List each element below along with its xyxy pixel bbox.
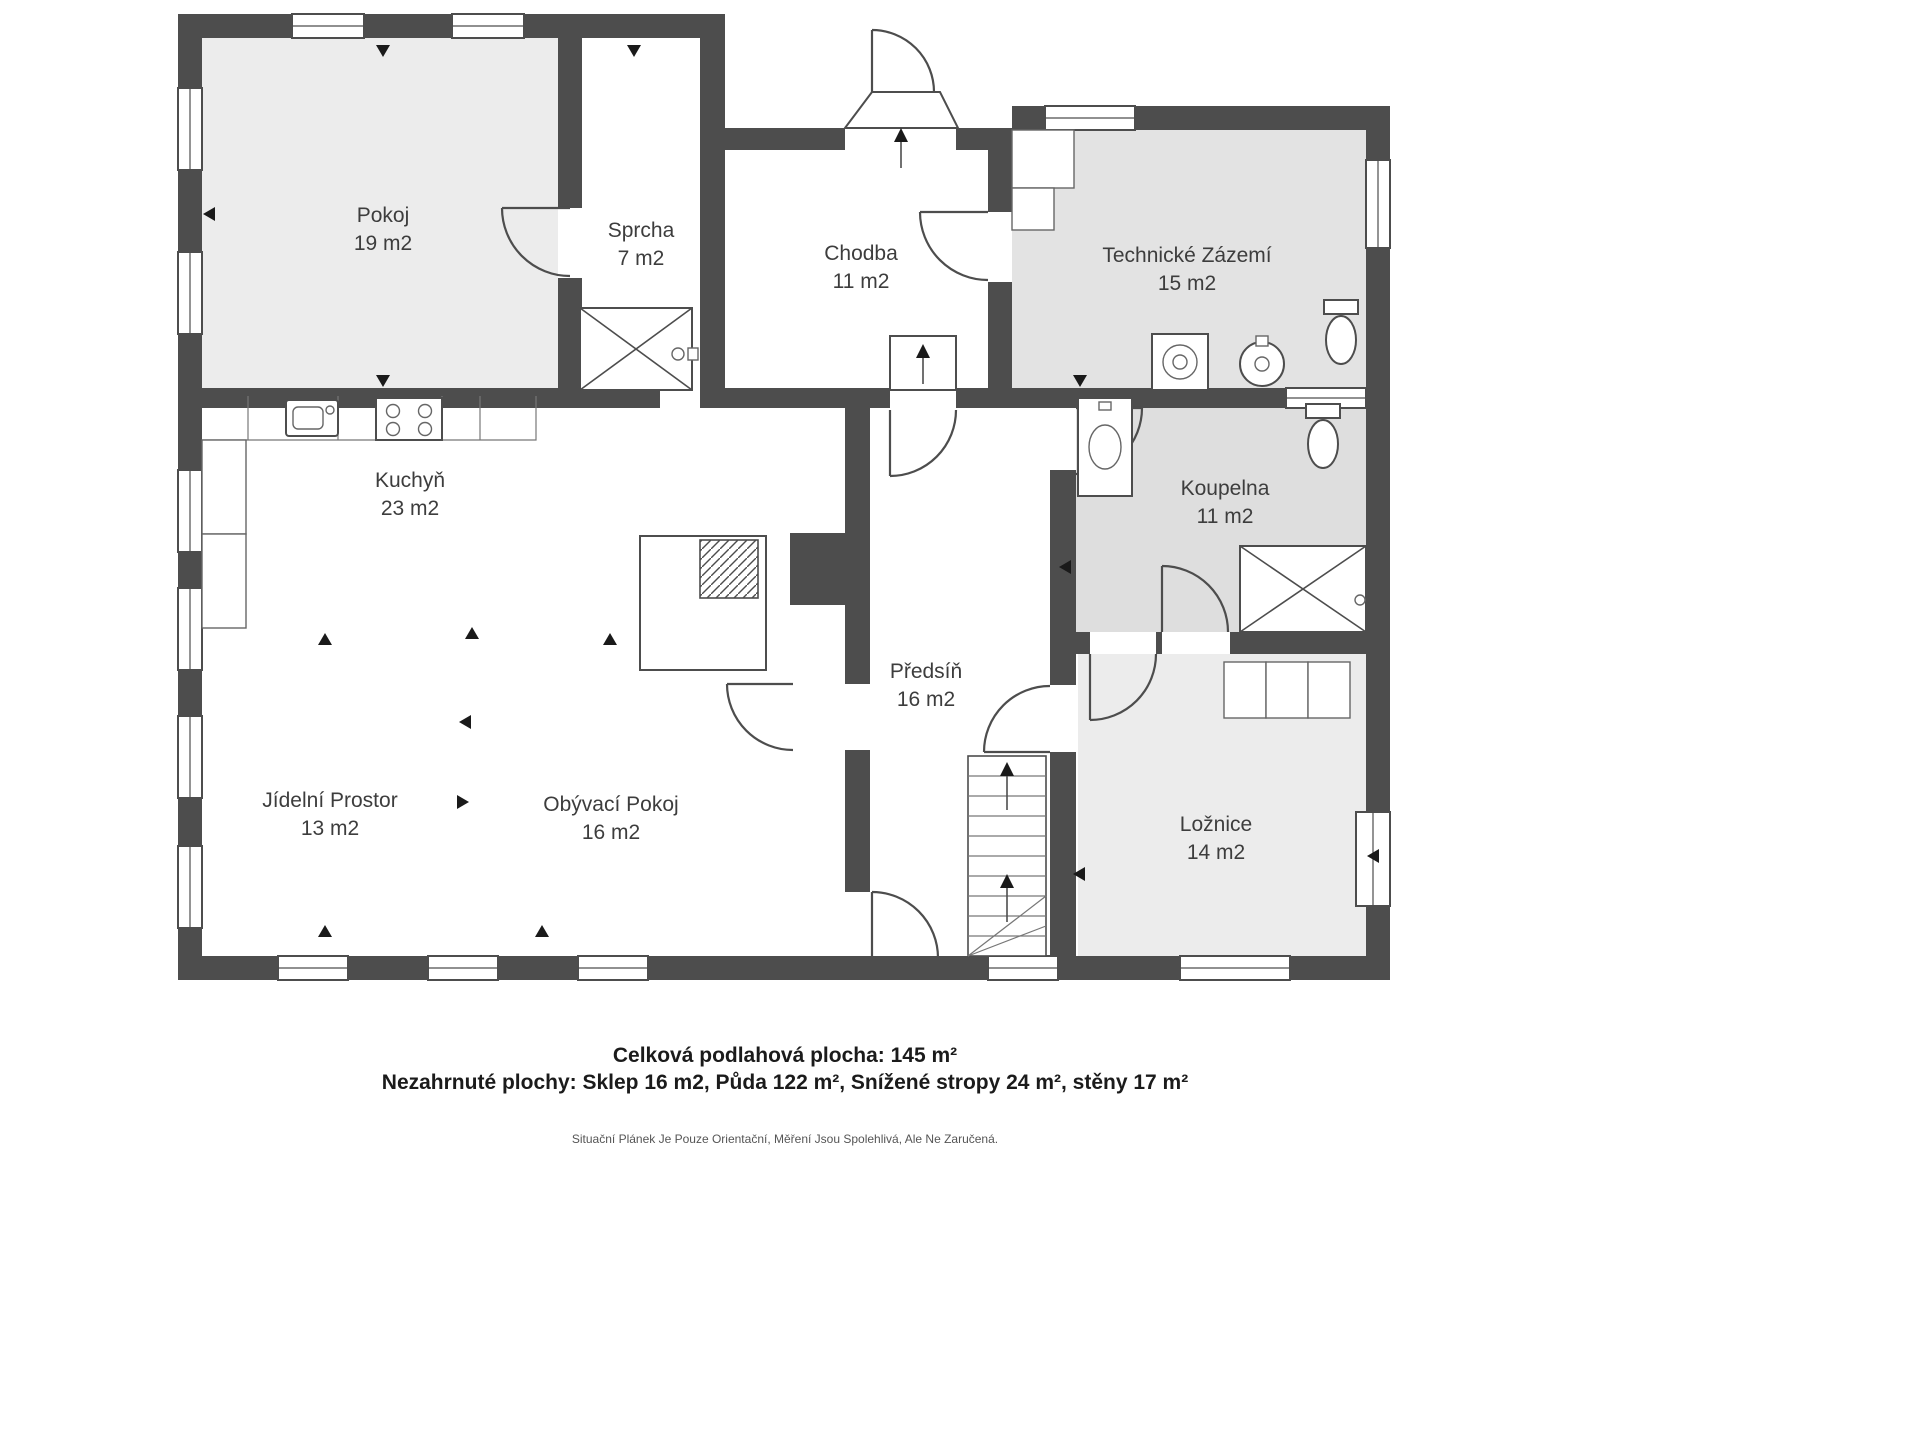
toilet-icon xyxy=(1305,403,1341,469)
footer-summary: Celková podlahová plocha: 145 m² Nezahrn… xyxy=(180,1042,1390,1096)
utility-cabinets xyxy=(1011,129,1075,231)
door-loznice-top xyxy=(1088,653,1158,722)
room-label-loznice: Ložnice xyxy=(1180,813,1252,836)
toilet-icon xyxy=(1323,299,1359,365)
window xyxy=(177,469,203,553)
window xyxy=(177,715,203,799)
room-area-jidelni: 13 m2 xyxy=(301,817,359,840)
entry-step xyxy=(889,335,957,391)
stairs xyxy=(967,755,1047,957)
shower-valve-icon xyxy=(671,347,685,361)
round-sink-icon xyxy=(1239,335,1285,387)
room-label-obyvaci: Obývací Pokoj xyxy=(543,793,678,816)
window xyxy=(177,845,203,929)
doors xyxy=(500,206,1230,959)
room-area-pokoj: 19 m2 xyxy=(354,232,412,255)
room-area-loznice: 14 m2 xyxy=(1187,841,1245,864)
main-entrance xyxy=(843,28,960,168)
window xyxy=(177,587,203,671)
room-fill-pokoj xyxy=(202,38,558,388)
window xyxy=(987,955,1059,981)
door-technicke xyxy=(918,210,989,282)
vanity-sink-icon xyxy=(1077,397,1133,497)
bath-shower-icon xyxy=(1239,545,1367,633)
window xyxy=(1179,955,1291,981)
cabinet xyxy=(201,439,247,535)
room-area-predsin: 16 m2 xyxy=(897,688,955,711)
kitchen-counter xyxy=(201,396,537,629)
door-obyvaci xyxy=(725,682,794,752)
windows xyxy=(177,13,1391,981)
window xyxy=(427,955,499,981)
door-predsin-bottom xyxy=(870,890,940,959)
room-area-chodba: 11 m2 xyxy=(833,270,890,293)
window xyxy=(1044,105,1136,131)
closet xyxy=(1223,661,1351,719)
room-label-technicke: Technické Zázemí xyxy=(1102,244,1271,267)
fixtures xyxy=(201,129,1367,957)
total-area-text: Celková podlahová plocha: 145 m² xyxy=(612,1044,958,1067)
kitchen-sink-icon xyxy=(285,399,339,437)
room-labels: Pokoj 19 m2 Sprcha 7 m2 Chodba 11 m2 Tec… xyxy=(262,204,1271,864)
direction-markers xyxy=(203,45,1379,937)
room-area-sprcha: 7 m2 xyxy=(618,247,665,270)
door-predsin-top xyxy=(888,409,958,478)
room-area-technicke: 15 m2 xyxy=(1158,272,1216,295)
room-label-pokoj: Pokoj xyxy=(357,204,410,227)
disclaimer-text: Situační Plánek Je Pouze Orientační, Měř… xyxy=(571,1132,999,1146)
room-label-predsin: Předsíň xyxy=(890,660,962,683)
window xyxy=(291,13,365,39)
door-koupelna-bottom xyxy=(1160,564,1230,633)
door-loznice-hall xyxy=(982,684,1051,754)
stove-icon xyxy=(375,397,443,441)
window xyxy=(277,955,349,981)
room-label-kuchyn: Kuchyň xyxy=(375,469,445,492)
washing-machine-icon xyxy=(1151,333,1209,391)
shower-valve-icon xyxy=(1354,594,1366,606)
door-pokoj xyxy=(500,206,571,278)
excluded-areas-text: Nezahrnuté plochy: Sklep 16 m2, Půda 122… xyxy=(381,1071,1189,1094)
room-area-koupelna: 11 m2 xyxy=(1197,505,1254,528)
room-label-sprcha: Sprcha xyxy=(608,219,675,242)
entrance-door-arc xyxy=(871,28,936,93)
window xyxy=(577,955,649,981)
shower-icon xyxy=(579,307,699,391)
window xyxy=(177,87,203,171)
room-label-koupelna: Koupelna xyxy=(1181,477,1270,500)
chimney xyxy=(639,535,767,671)
room-label-chodba: Chodba xyxy=(824,242,898,265)
room-area-kuchyn: 23 m2 xyxy=(381,497,439,520)
window xyxy=(177,251,203,335)
room-label-jidelni: Jídelní Prostor xyxy=(262,789,397,812)
cabinet xyxy=(201,533,247,629)
window xyxy=(451,13,525,39)
room-area-obyvaci: 16 m2 xyxy=(582,821,640,844)
window xyxy=(1365,159,1391,249)
